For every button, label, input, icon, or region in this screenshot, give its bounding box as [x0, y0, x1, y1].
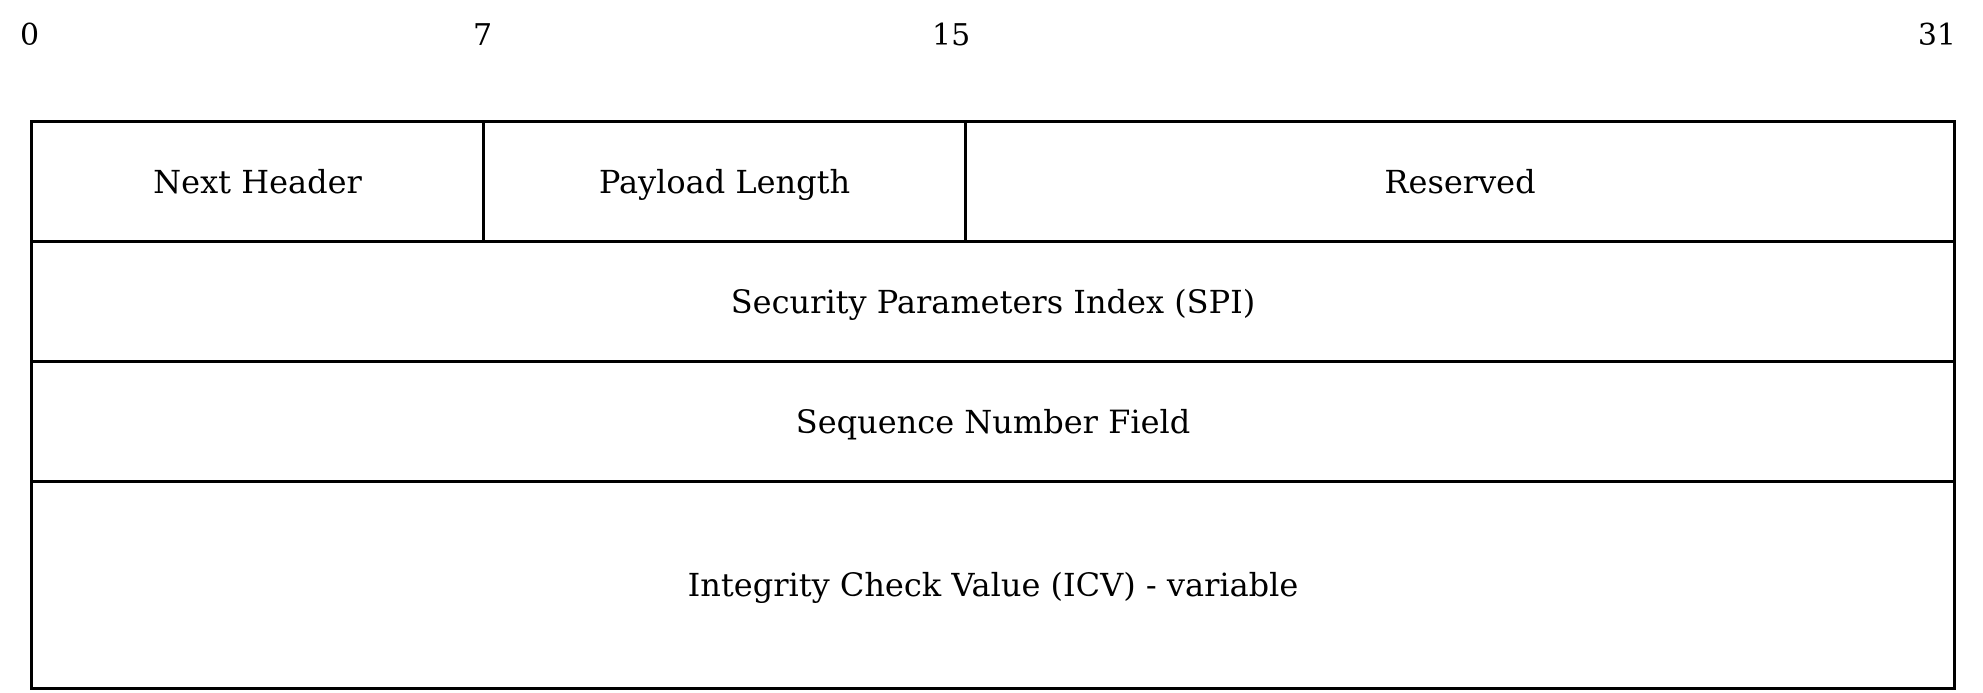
header-row-1: Next Header Payload Length Reserved [33, 123, 1953, 243]
bit-position-label: 7 [473, 18, 493, 53]
bit-position-label: 15 [932, 18, 971, 53]
next-header-field: Next Header [33, 123, 485, 240]
header-row-4: Integrity Check Value (ICV) - variable [33, 483, 1953, 687]
packet-header-diagram: Next Header Payload Length Reserved Secu… [30, 120, 1956, 690]
icv-field: Integrity Check Value (ICV) - variable [687, 566, 1299, 604]
spi-field: Security Parameters Index (SPI) [730, 282, 1256, 321]
header-row-2: Security Parameters Index (SPI) [33, 243, 1953, 363]
payload-length-field: Payload Length [485, 123, 967, 240]
header-row-3: Sequence Number Field [33, 363, 1953, 483]
sequence-number-field: Sequence Number Field [795, 402, 1191, 441]
reserved-field: Reserved [1384, 162, 1536, 201]
bit-position-label: 31 [1917, 18, 1956, 53]
bit-position-label: 0 [20, 18, 40, 53]
